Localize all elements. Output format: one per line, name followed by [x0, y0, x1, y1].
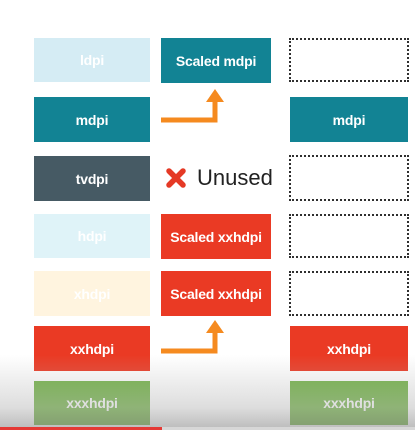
scaled-xxhdpi-box: Scaled xxhdpi [161, 271, 271, 316]
xxxhdpi-box: xxxhdpi [34, 381, 150, 425]
right-xxhdpi-box: xxhdpi [290, 326, 408, 371]
mdpi-box: mdpi [34, 97, 150, 142]
unused-indicator: Unused [165, 160, 273, 196]
video-progress-fill [0, 427, 162, 430]
unused-label: Unused [197, 165, 273, 190]
empty-slot-tvdpi [289, 155, 409, 201]
arrow-icon [161, 89, 224, 123]
tvdpi-box: tvdpi [34, 156, 150, 201]
empty-slot-xhdpi [289, 271, 409, 316]
empty-slot-hdpi [289, 214, 409, 258]
ldpi-box: ldpi [34, 38, 150, 82]
empty-slot-ldpi [289, 38, 409, 82]
close-icon [166, 168, 186, 188]
xxhdpi-box: xxhdpi [34, 326, 150, 371]
right-mdpi-box: mdpi [290, 97, 408, 142]
arrow-icon [161, 320, 224, 354]
xhdpi-box: xhdpi [34, 271, 150, 316]
right-xxxhdpi-box: xxxhdpi [290, 381, 408, 425]
video-progress-bar[interactable] [0, 427, 415, 430]
scaled-xxhdpi-box: Scaled xxhdpi [161, 214, 271, 259]
hdpi-box: hdpi [34, 214, 150, 258]
scaled-mdpi-box: Scaled mdpi [161, 38, 271, 83]
